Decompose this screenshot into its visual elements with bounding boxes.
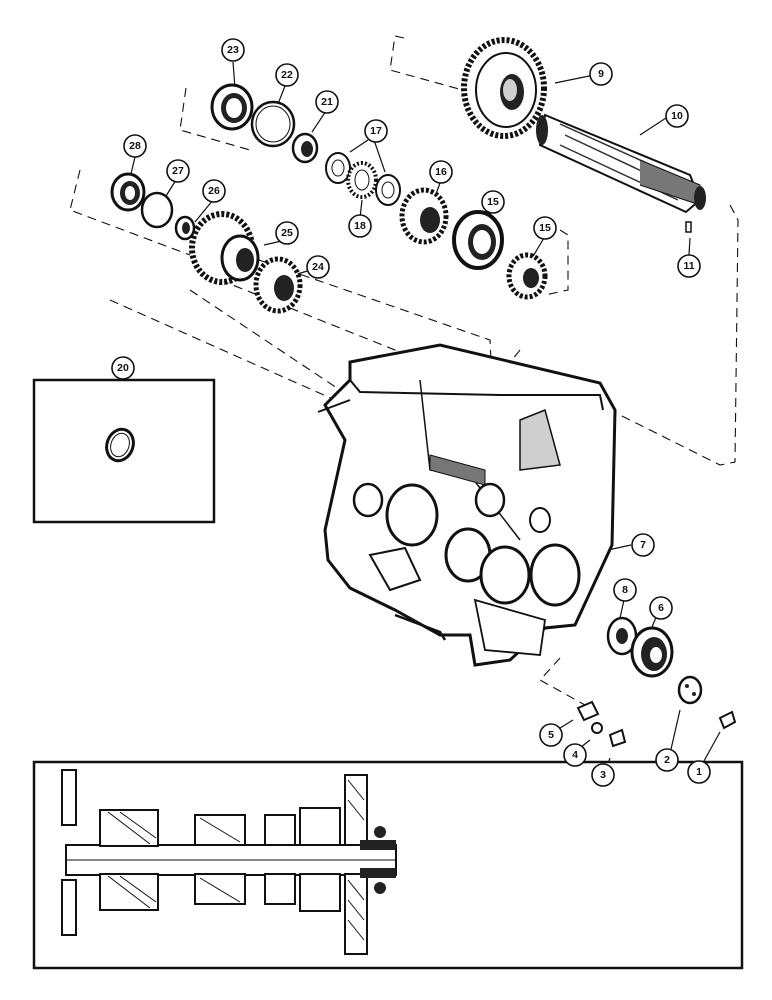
part-25-cluster-gear xyxy=(189,211,260,285)
part-1-screw xyxy=(718,710,737,730)
callout-label: 24 xyxy=(312,261,324,273)
callout-label: 16 xyxy=(435,166,447,178)
part-23-bearing xyxy=(210,83,254,131)
part-4-washer xyxy=(591,722,603,734)
callout-9: 9 xyxy=(589,62,613,86)
callout-label: 3 xyxy=(600,769,606,781)
callout-2: 2 xyxy=(655,748,679,772)
cross-section-inset xyxy=(32,760,744,970)
callout-1: 1 xyxy=(687,760,711,784)
part-9-gear xyxy=(461,37,547,139)
part-11-pin xyxy=(685,221,692,233)
part-7-housing xyxy=(317,343,617,667)
callout-label: 18 xyxy=(354,220,366,232)
part-17-gear xyxy=(399,187,449,245)
callout-11: 11 xyxy=(677,254,701,278)
part-5-lock-plate xyxy=(576,700,600,722)
callout-4: 4 xyxy=(563,743,587,767)
part-22-snap-ring xyxy=(250,100,296,148)
callout-label: 25 xyxy=(281,227,293,239)
callout-label: 20 xyxy=(117,362,129,374)
callout-26: 26 xyxy=(202,179,226,203)
callout-label: 7 xyxy=(640,539,646,551)
part-26-bushing xyxy=(174,215,196,241)
callout-6: 6 xyxy=(649,596,673,620)
callout-8: 8 xyxy=(613,578,637,602)
callout-label: 27 xyxy=(172,165,184,177)
callout-label: 10 xyxy=(671,110,683,122)
callout-19: 18 xyxy=(348,214,372,238)
callout-17: 16 xyxy=(429,160,453,184)
part-16-shift-collar xyxy=(452,210,504,270)
callout-label: 15 xyxy=(487,196,499,208)
callout-25: 25 xyxy=(275,221,299,245)
part-28-bearing xyxy=(110,172,146,212)
part-27-snap-ring xyxy=(140,191,174,229)
part-10-shaft xyxy=(536,113,706,214)
callout-16: 15 xyxy=(481,190,505,214)
part-15-gear xyxy=(506,252,548,300)
callout-label: 17 xyxy=(370,125,382,137)
callout-7: 7 xyxy=(631,533,655,557)
part-24-gear xyxy=(253,256,303,314)
callout-21: 21 xyxy=(315,90,339,114)
part-3-bolt xyxy=(608,728,627,748)
part-21-bushing xyxy=(291,132,319,164)
part-2-retainer-plate xyxy=(677,675,703,705)
callout-label: 11 xyxy=(683,260,694,272)
callout-5: 5 xyxy=(539,723,563,747)
callout-27: 27 xyxy=(166,159,190,183)
callout-15: 15 xyxy=(533,216,557,240)
callout-20: 20 xyxy=(111,356,135,380)
callout-label: 8 xyxy=(622,584,628,596)
callout-label: 1 xyxy=(696,766,702,778)
callout-23: 23 xyxy=(221,38,245,62)
callout-22: 22 xyxy=(275,63,299,87)
callout-10: 10 xyxy=(665,104,689,128)
callout-label: 9 xyxy=(598,68,604,80)
callout-label: 22 xyxy=(281,69,293,81)
callout-24: 24 xyxy=(306,255,330,279)
part-6-seal xyxy=(630,626,674,678)
callout-label: 2 xyxy=(664,754,670,766)
inset-part-20 xyxy=(32,378,216,524)
callout-label: 6 xyxy=(658,602,664,614)
callout-label: 26 xyxy=(208,185,220,197)
callout-label: 4 xyxy=(572,749,578,761)
callout-label: 5 xyxy=(548,729,554,741)
callout-3: 3 xyxy=(591,763,615,787)
part-19-needle-bearing xyxy=(346,161,378,199)
callout-label: 28 xyxy=(129,140,141,152)
callout-18: 17 xyxy=(364,119,388,143)
callout-label: 15 xyxy=(539,222,551,234)
part-18-washers xyxy=(325,152,401,206)
callout-label: 23 xyxy=(227,44,239,56)
callout-label: 21 xyxy=(321,96,333,108)
callout-28: 28 xyxy=(123,134,147,158)
